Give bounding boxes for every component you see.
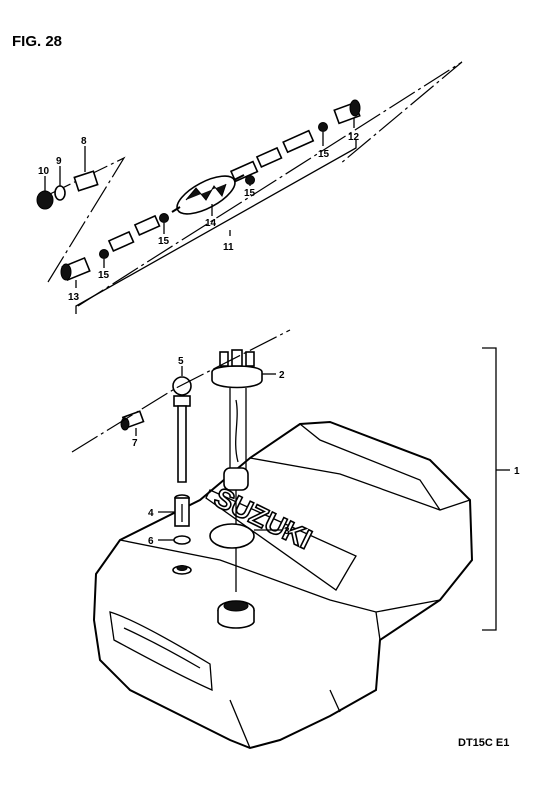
fuel-tank: SUZUKI [92, 420, 474, 750]
gauge-cap [211, 365, 263, 389]
washer [173, 535, 191, 545]
bracket-1 [482, 347, 497, 631]
clamp-15-d [318, 122, 328, 132]
fuel-hose-assembly [36, 61, 463, 314]
assembly-outline-left [47, 156, 126, 283]
callout-15-c: 15 [244, 188, 256, 199]
primer-bulb [171, 174, 245, 215]
badge-frame [205, 489, 357, 591]
filler-neck-opening [223, 600, 249, 612]
o-ring-3 [209, 490, 282, 592]
callout-3: 3 [284, 526, 290, 537]
hose-segment-b [133, 214, 161, 237]
connector-13 [60, 256, 91, 282]
washer-9 [54, 185, 66, 201]
gauge-tab-left [219, 351, 229, 367]
filler-neck [217, 600, 255, 629]
gauge-float [223, 467, 249, 491]
tank-side-rib-2 [329, 689, 341, 713]
connector-13-end [60, 263, 72, 281]
hose-segments [107, 129, 315, 253]
fitting-group [36, 146, 99, 210]
hose-segment-e [282, 129, 315, 154]
clamp-15-c [245, 175, 255, 185]
callout-8: 8 [81, 136, 87, 147]
nut-10 [36, 190, 54, 210]
callout-1: 1 [514, 466, 520, 477]
assembly-link-line [71, 329, 291, 453]
callout-15-a: 15 [98, 270, 110, 281]
pickup-head [172, 376, 192, 396]
callout-9: 9 [56, 156, 62, 167]
callout-5: 5 [178, 356, 184, 367]
callout-15-b: 15 [158, 236, 170, 247]
fitting-8 [73, 170, 99, 192]
tank-handle-inner [123, 627, 201, 669]
hose-segment-c [229, 160, 259, 183]
pickup-collar [173, 395, 191, 407]
tank-outline [92, 420, 474, 750]
connector-12-end [349, 99, 361, 117]
tank-outlet [172, 565, 192, 575]
o-ring [209, 523, 255, 549]
tank-corner [375, 611, 381, 641]
pickup-5 [172, 366, 192, 483]
tank-handle-ridge [299, 423, 441, 511]
primer-bulb-ribs [185, 183, 227, 201]
bracket-11 [75, 140, 357, 314]
gauge-wire [235, 399, 239, 463]
tank-top-edge [119, 539, 441, 613]
tank-side-rib [229, 699, 251, 749]
callout-11: 11 [223, 242, 234, 253]
callout-7: 7 [132, 438, 138, 449]
callout-labels: 1 2 3 4 5 6 7 8 9 10 11 12 13 14 15 15 1… [38, 132, 520, 547]
filler-neck-body [217, 610, 255, 629]
gauge-tab-right [245, 351, 255, 367]
sleeve-4 [158, 494, 190, 527]
hose-segment-a [107, 230, 135, 253]
tank-outlet-hole [176, 565, 188, 571]
callout-14: 14 [205, 218, 217, 229]
clamp-15-a [99, 249, 109, 259]
callout-10: 10 [38, 166, 50, 177]
primer-bulb-neck-right [233, 174, 245, 181]
fuel-gauge-2 [211, 349, 276, 491]
tank-front-handle [109, 611, 213, 692]
callout-15-d: 15 [318, 149, 330, 160]
hose-segment-d [255, 146, 283, 169]
tank-rear-ridge [249, 457, 471, 511]
gauge-tab-center [231, 349, 243, 367]
callout-6: 6 [148, 536, 154, 547]
connector-12 [333, 99, 361, 125]
callout-4: 4 [148, 508, 154, 519]
washer-6 [158, 535, 191, 545]
callout-12: 12 [348, 132, 360, 143]
callout-13: 13 [68, 292, 80, 303]
pickup-tube [177, 405, 187, 483]
hose-clamps [99, 122, 328, 259]
clamp-15-b [159, 213, 169, 223]
figure-title: FIG. 28 [12, 33, 62, 50]
callout-2: 2 [279, 370, 285, 381]
model-code: DT15C E1 [458, 737, 509, 749]
assembly-outline-right [77, 61, 463, 307]
primer-bulb-neck-left [171, 206, 181, 213]
